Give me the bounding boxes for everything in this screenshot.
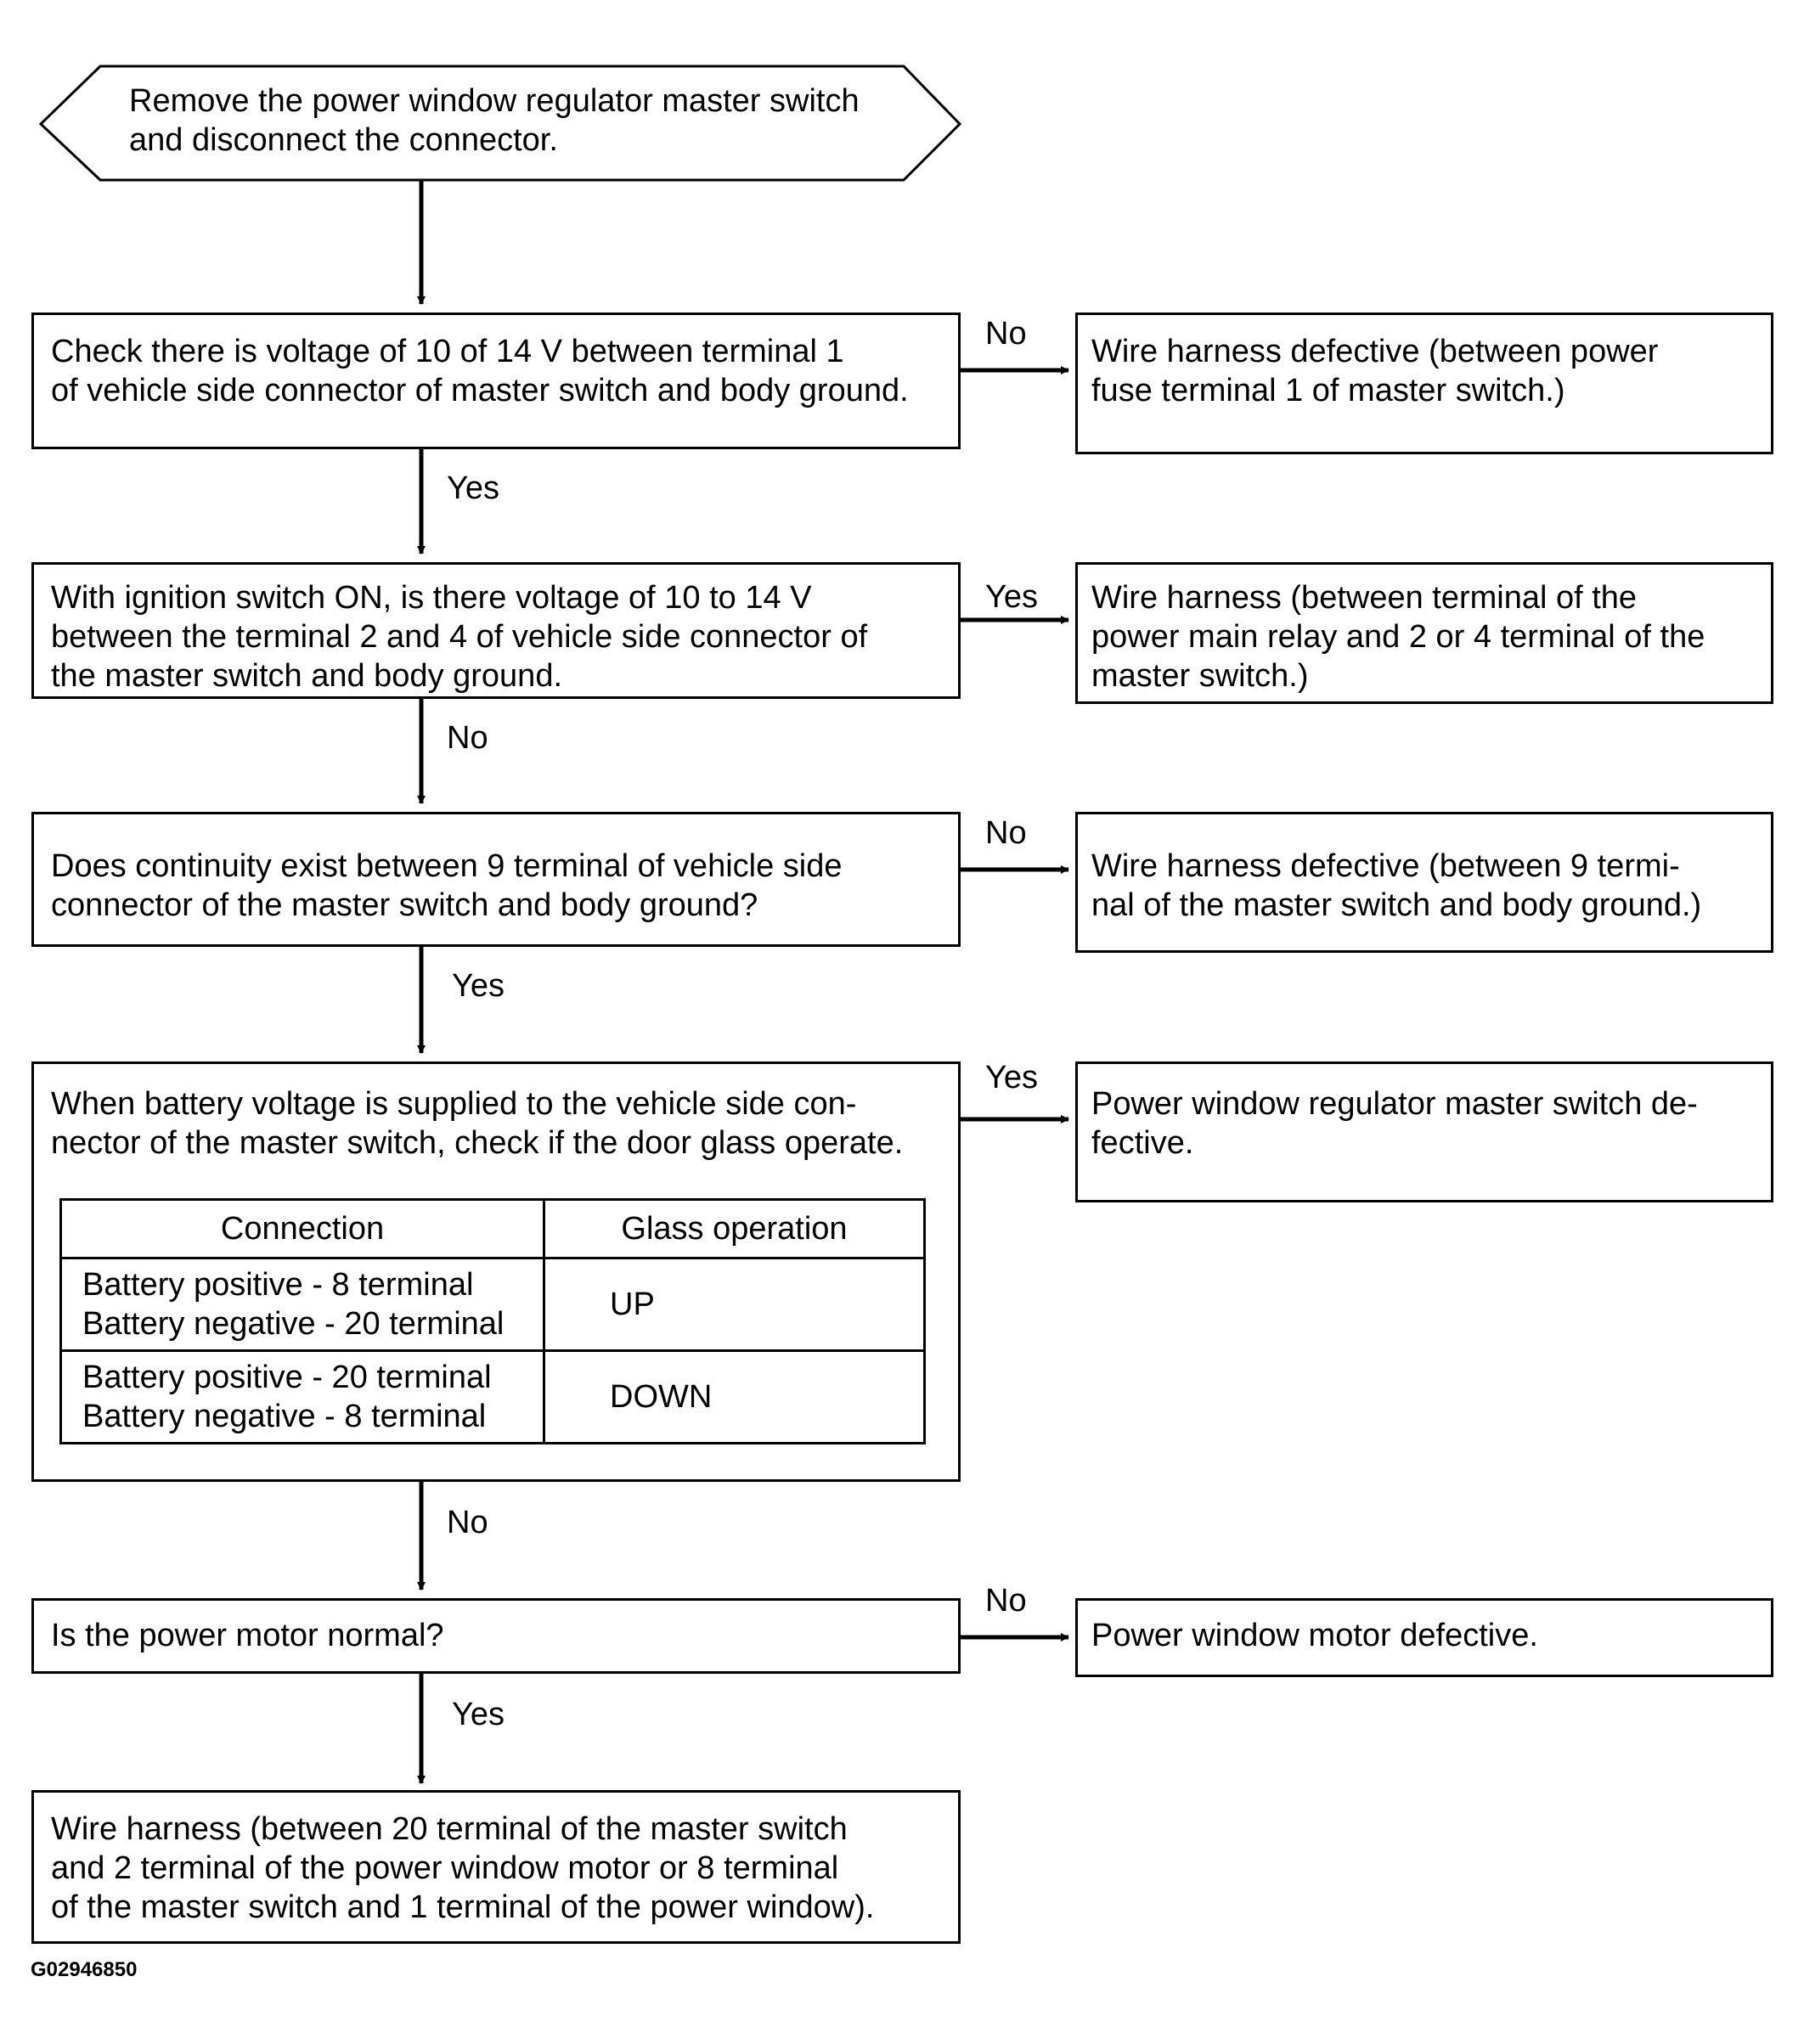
step-box-4: When battery voltage is supplied to the … xyxy=(31,1061,961,1482)
step-box-2: With ignition switch ON, is there voltag… xyxy=(31,562,961,699)
start-hexagon xyxy=(38,65,962,182)
branch-label-step5: No xyxy=(985,1583,1027,1619)
result-box-4: Power window regulator master switch de-… xyxy=(1075,1061,1773,1202)
result-text-1: Wire harness defective (between power fu… xyxy=(1091,334,1659,408)
step-box-1: Check there is voltage of 10 of 14 V bet… xyxy=(31,313,961,449)
step-text-4: When battery voltage is supplied to the … xyxy=(51,1086,904,1161)
down-label-step1: Yes xyxy=(447,470,499,506)
result-box-3: Wire harness defective (between 9 termi-… xyxy=(1075,812,1773,953)
result-text-4: Power window regulator master switch de-… xyxy=(1091,1086,1698,1161)
step-text-5: Is the power motor normal? xyxy=(51,1618,444,1653)
branch-label-step1: No xyxy=(985,316,1027,352)
down-label-step5: Yes xyxy=(452,1697,505,1732)
final-result-text: Wire harness (between 20 terminal of the… xyxy=(51,1811,875,1925)
connection-table: Connection Glass operation Battery posit… xyxy=(59,1198,926,1444)
table-header-glass-operation: Glass operation xyxy=(543,1198,926,1259)
step-text-2: With ignition switch ON, is there voltag… xyxy=(51,580,868,694)
result-text-2: Wire harness (between terminal of the po… xyxy=(1091,580,1705,694)
table-header-connection: Connection xyxy=(59,1198,545,1259)
branch-label-step4: Yes xyxy=(985,1060,1038,1095)
result-box-5: Power window motor defective. xyxy=(1075,1598,1773,1677)
step-box-3: Does continuity exist between 9 terminal… xyxy=(31,812,961,947)
table-row: Battery positive - 8 terminal Battery ne… xyxy=(59,1257,926,1352)
table-header-row: Connection Glass operation xyxy=(59,1198,926,1259)
result-text-3: Wire harness defective (between 9 termi-… xyxy=(1091,848,1702,923)
step-box-5: Is the power motor normal? xyxy=(31,1598,961,1674)
result-text-5: Power window motor defective. xyxy=(1091,1618,1538,1653)
start-step-text: Remove the power window regulator master… xyxy=(129,83,860,158)
table-row: Battery positive - 20 terminal Battery n… xyxy=(59,1349,926,1444)
down-label-step4: No xyxy=(447,1505,488,1540)
result-box-1: Wire harness defective (between power fu… xyxy=(1075,313,1773,454)
table-cell-connection: Battery positive - 20 terminal Battery n… xyxy=(59,1349,545,1444)
branch-label-step2: Yes xyxy=(985,579,1038,615)
step-text-3: Does continuity exist between 9 terminal… xyxy=(51,848,843,923)
down-label-step3: Yes xyxy=(452,968,505,1004)
figure-id: G02946850 xyxy=(31,1958,138,1981)
step-text-1: Check there is voltage of 10 of 14 V bet… xyxy=(51,334,909,408)
table-cell-connection: Battery positive - 8 terminal Battery ne… xyxy=(59,1257,545,1352)
down-label-step2: No xyxy=(447,720,488,756)
result-box-2: Wire harness (between terminal of the po… xyxy=(1075,562,1773,704)
branch-label-step3: No xyxy=(985,815,1027,851)
final-result-box: Wire harness (between 20 terminal of the… xyxy=(31,1790,961,1944)
table-cell-operation: DOWN xyxy=(543,1349,926,1444)
table-cell-operation: UP xyxy=(543,1257,926,1352)
